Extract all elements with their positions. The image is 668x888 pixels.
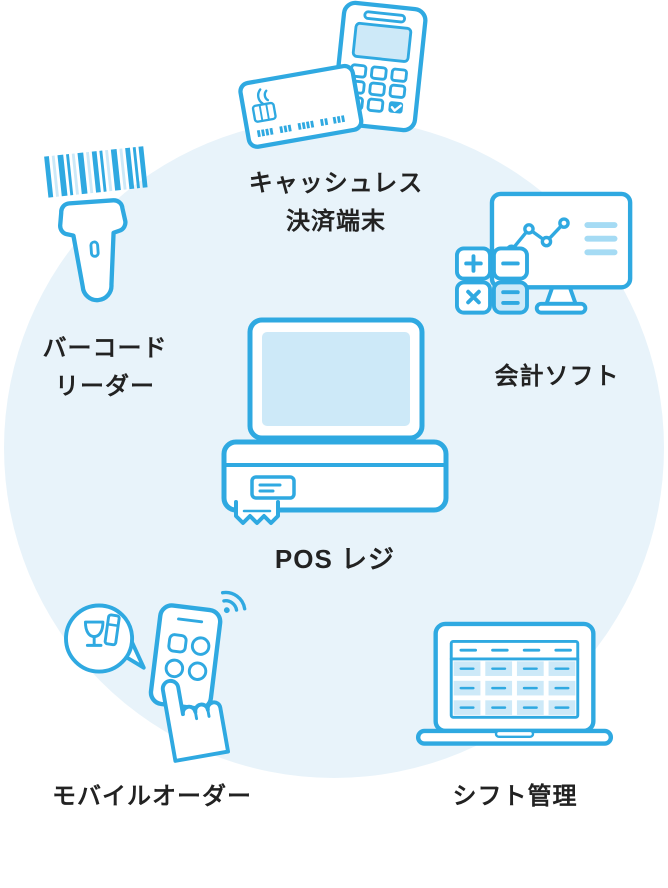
- barcode-label-line2: リーダー: [55, 373, 155, 400]
- drinks-icon: [83, 613, 121, 647]
- plus-icon: [464, 254, 483, 273]
- text-lines: [584, 222, 618, 256]
- shift-management-icon: [415, 621, 614, 746]
- equals-icon: [501, 290, 520, 305]
- card-number-marks: [256, 115, 346, 138]
- barcode-label-line1: バーコード: [42, 335, 168, 362]
- monitor-base: [534, 301, 588, 315]
- wifi-icon: [220, 590, 247, 614]
- mobile-order-icon: [64, 590, 247, 763]
- pos-label: POS レジ: [274, 544, 396, 574]
- tall-glass-icon: [103, 613, 121, 647]
- credit-card-icon: [238, 63, 364, 149]
- smartphone-icon: [148, 603, 223, 711]
- pos-register-icon: [221, 317, 449, 525]
- card-chip: [251, 101, 277, 123]
- multiply-icon: [466, 289, 481, 305]
- cash-drawer-icon: [221, 439, 449, 513]
- table-cell-dashes: [459, 667, 570, 709]
- tablet-screen: [262, 332, 410, 426]
- receipt-printer-icon: [250, 475, 296, 500]
- tablet-icon: [247, 317, 425, 441]
- pos-item: [220, 316, 450, 526]
- cashless-label-line2: 決済端末: [286, 208, 386, 235]
- calculator-icon: [455, 246, 529, 315]
- speech-bubble-icon: [64, 603, 146, 674]
- wine-glass-icon: [83, 620, 105, 639]
- mobile-order-item: [58, 588, 248, 763]
- scanner-icon: [58, 198, 128, 303]
- mobile-order-label: モバイルオーダー: [52, 783, 252, 810]
- monitor-stand: [544, 285, 578, 306]
- accounting-software-icon: [455, 191, 633, 315]
- check-button: [388, 101, 404, 114]
- barcode-label: バーコード リーダー: [25, 330, 185, 406]
- barcode-reader-icon: [44, 146, 148, 303]
- cashless-item: [236, 0, 436, 152]
- laptop-screen: [433, 621, 596, 734]
- shift-label: シフト管理: [452, 783, 578, 810]
- schedule-table-icon: [449, 639, 580, 719]
- hand-pointer-icon: [160, 678, 230, 763]
- phone-speaker: [177, 617, 204, 624]
- laptop-icon: [415, 621, 614, 746]
- contactless-icon: [256, 88, 270, 105]
- shift-item: [412, 620, 617, 766]
- barcode-icon: [44, 146, 148, 198]
- laptop-notch: [494, 729, 535, 739]
- accounting-item: [455, 190, 635, 336]
- receipt-icon: [234, 500, 280, 525]
- scanner-slot: [89, 240, 100, 258]
- cashless-label: キャッシュレス 決済端末: [203, 165, 469, 241]
- cashless-label-line1: キャッシュレス: [248, 170, 424, 197]
- cashless-payment-terminal-icon: [238, 0, 428, 149]
- barcode-item: [42, 146, 157, 314]
- accounting-label: 会計ソフト: [494, 363, 620, 390]
